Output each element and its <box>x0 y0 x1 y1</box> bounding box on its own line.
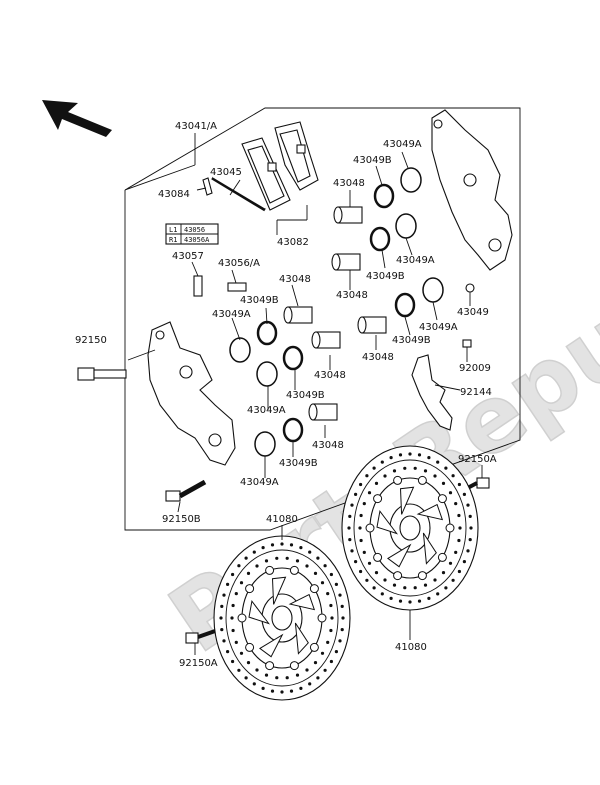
leader-lines <box>124 133 483 655</box>
bolt-92009 <box>462 339 472 348</box>
bracket-92144 <box>411 354 453 431</box>
label-43049B-r: 43049B <box>366 271 405 282</box>
label-43049A-1: 43049A <box>212 309 251 320</box>
table-r1a: L1 <box>169 226 177 234</box>
table-r2b: 43056A <box>184 236 210 244</box>
pistons <box>283 206 387 421</box>
label-43049A-3: 43049A <box>240 477 279 488</box>
label-43049B-3: 43049B <box>279 458 318 469</box>
label-43057: 43057 <box>172 251 204 262</box>
label-41080-r: 41080 <box>395 642 427 653</box>
label-92150B: 92150B <box>162 514 201 525</box>
label-92009: 92009 <box>459 363 491 374</box>
pad-clip <box>202 177 213 196</box>
assembly-outline <box>124 107 521 531</box>
label-43048-1: 43048 <box>279 274 311 285</box>
label-92150: 92150 <box>75 335 107 346</box>
spring-43056 <box>227 282 247 292</box>
label-43041A: 43041/A <box>175 121 217 132</box>
label-43048-top: 43048 <box>333 178 365 189</box>
pad-pin <box>211 176 266 212</box>
label-43048-mid: 43048 <box>336 290 368 301</box>
label-43049A-r2: 43049A <box>419 322 458 333</box>
table-r2a: R1 <box>169 236 177 244</box>
label-41080-l: 41080 <box>266 514 298 525</box>
label-43049A-r: 43049A <box>396 255 435 266</box>
label-43049B-2: 43049B <box>286 390 325 401</box>
front-direction-arrow-icon <box>42 100 112 137</box>
label-43045: 43045 <box>210 167 242 178</box>
left-caliper-body <box>147 321 236 466</box>
label-43049B-r2: 43049B <box>392 335 431 346</box>
label-92150A-l: 92150A <box>179 658 218 669</box>
label-43048-2: 43048 <box>314 370 346 381</box>
label-43048-3: 43048 <box>312 440 344 451</box>
label-43048-r: 43048 <box>362 352 394 363</box>
part-labels: 43041/A 43045 43084 43082 43057 43056/A … <box>75 121 497 669</box>
mounting-bolt-92150 <box>77 367 127 381</box>
mounting-bolt-92150B <box>165 479 207 502</box>
right-caliper-body <box>431 109 513 271</box>
label-43056A: 43056/A <box>218 258 260 269</box>
pad-spring-table: L1 43056 R1 43056A <box>165 223 219 245</box>
label-43049: 43049 <box>457 307 489 318</box>
brake-pads <box>241 121 319 211</box>
label-43049B-top: 43049B <box>353 155 392 166</box>
label-92144: 92144 <box>460 387 492 398</box>
bleeder-43057 <box>193 275 203 297</box>
label-43049A-2: 43049A <box>247 405 286 416</box>
brake-disc-right <box>341 445 479 611</box>
table-r1b: 43056 <box>184 226 205 234</box>
brake-disc-left <box>213 535 351 701</box>
label-43049B-1: 43049B <box>240 295 279 306</box>
label-92150A-r: 92150A <box>458 454 497 465</box>
label-43082: 43082 <box>277 237 309 248</box>
label-43049A-top: 43049A <box>383 139 422 150</box>
label-43084: 43084 <box>158 189 190 200</box>
piston-seals <box>229 167 475 457</box>
